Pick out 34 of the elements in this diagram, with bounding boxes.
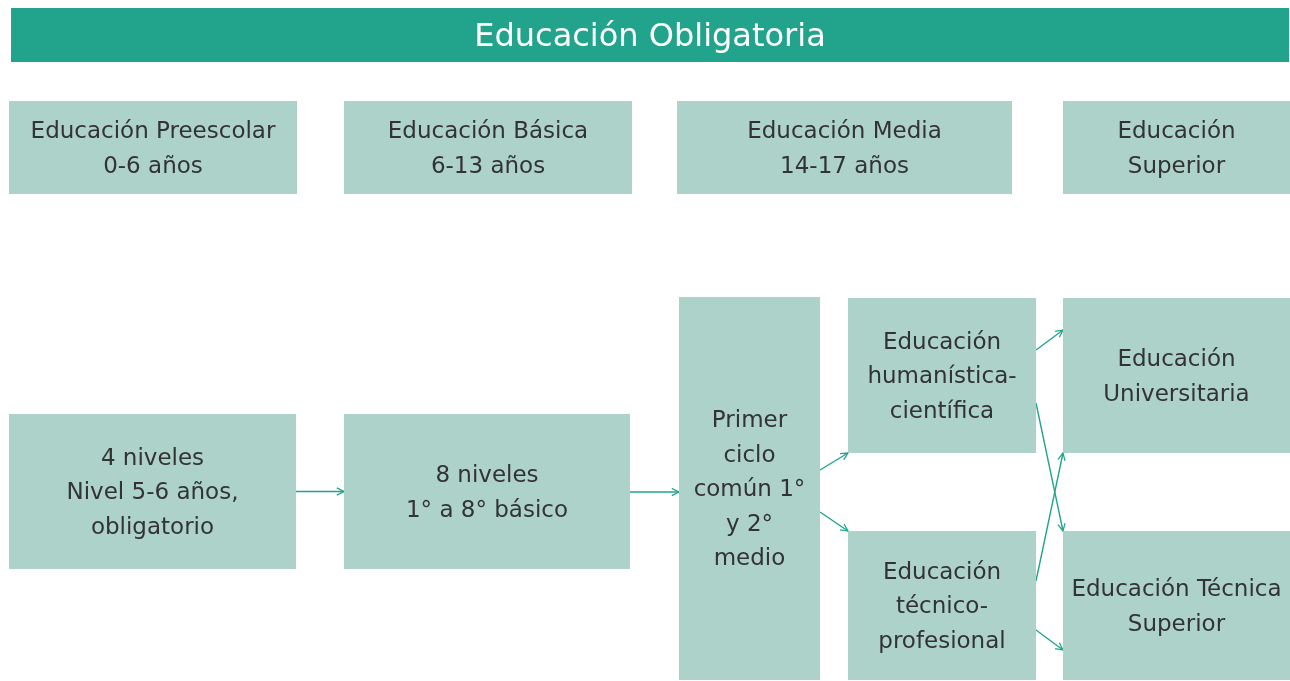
stage-label: Educación técnico-profesional bbox=[877, 556, 1007, 655]
stage-label: Educación humanística-científica bbox=[866, 326, 1018, 425]
stage-box bbox=[848, 298, 1036, 453]
title-banner: Educación Obligatoria bbox=[11, 8, 1289, 62]
arrow bbox=[295, 487, 345, 496]
arrow bbox=[629, 487, 680, 497]
stage-label: Nivel 5-6 años, obligatorio bbox=[65, 477, 240, 541]
stage-box bbox=[1063, 101, 1290, 194]
stage-label: 4 niveles bbox=[100, 442, 205, 472]
stage-label: Educación Preescolar bbox=[30, 116, 276, 145]
arrow bbox=[1035, 329, 1064, 351]
stage-box bbox=[677, 101, 1012, 194]
arrow bbox=[819, 452, 849, 471]
stage-label: Educación Superior bbox=[1116, 116, 1237, 180]
stage-label: Educación Media bbox=[747, 116, 942, 145]
stage-label: Primer ciclo común 1° y 2° medio bbox=[693, 405, 806, 573]
stage-label: 1° a 8° básico bbox=[405, 494, 569, 524]
stage-label: 14-17 años bbox=[780, 150, 909, 180]
stage-label: Educación Técnica Superior bbox=[1070, 574, 1283, 638]
stage-box bbox=[1063, 531, 1290, 680]
stage-box bbox=[679, 297, 820, 680]
stage-label: 6-13 años bbox=[430, 150, 546, 180]
arrow bbox=[819, 511, 849, 532]
stage-box bbox=[1063, 298, 1290, 453]
stage-label: 8 niveles bbox=[435, 460, 539, 489]
stage-box bbox=[344, 101, 632, 194]
arrow bbox=[1035, 629, 1064, 651]
stage-box bbox=[344, 414, 630, 569]
stage-box bbox=[9, 414, 296, 569]
stage-label: 0-6 años bbox=[103, 150, 203, 180]
stage-box bbox=[848, 531, 1036, 680]
stage-label: Educación Universitaria bbox=[1102, 344, 1251, 408]
stage-label: Educación Básica bbox=[387, 116, 589, 145]
stage-box bbox=[9, 101, 297, 194]
